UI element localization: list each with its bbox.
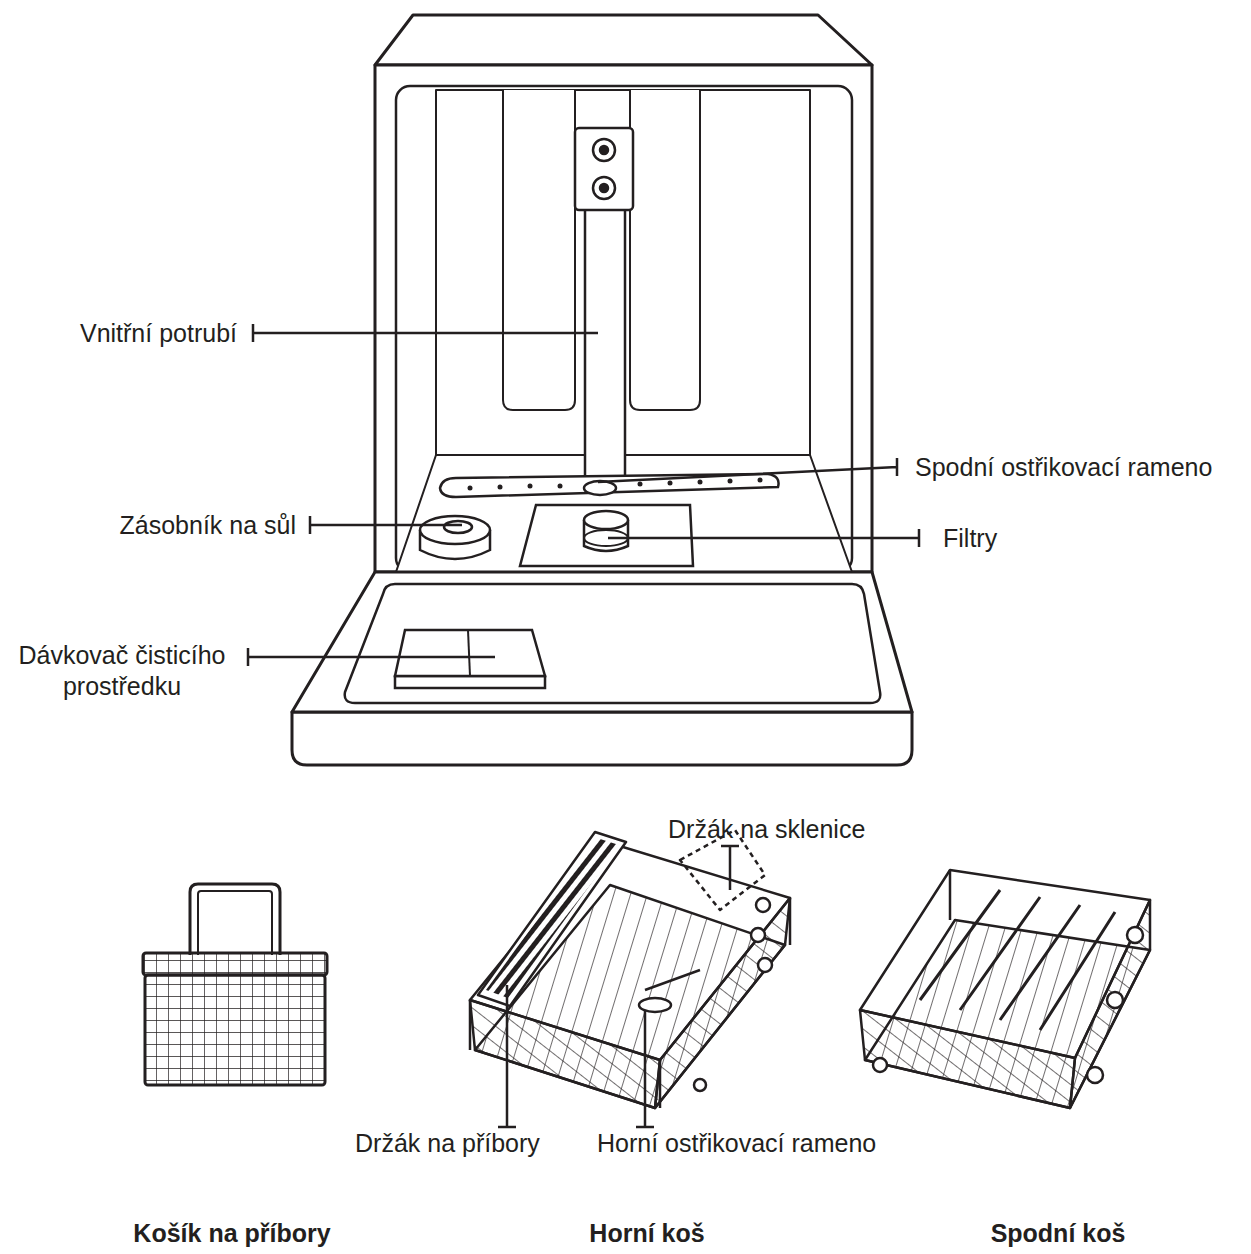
part-label: Držák na příbory [355,1128,540,1159]
door [292,572,912,765]
part-label: Vnitřní potrubí [0,318,237,349]
inner-pipe [575,128,633,480]
lower-spray-arm [440,474,779,497]
cutlery-basket [143,884,327,1085]
part-label: Zásobník na sůl [0,510,296,541]
dishwasher-body [375,15,872,572]
part-label: Dávkovač čisticího prostředku [4,640,240,702]
filter-plate [520,505,693,566]
lower-basket [860,870,1150,1108]
leader-lines [248,324,919,1127]
part-caption: Košík na příbory [82,1218,382,1249]
part-caption: Horní koš [497,1218,797,1249]
salt-container [420,516,490,559]
detergent-dispenser [395,630,545,688]
part-label: Spodní ostřikovací rameno [915,452,1212,483]
upper-basket [470,830,790,1108]
part-label: Horní ostřikovací rameno [597,1128,876,1159]
part-label: Filtry [943,523,997,554]
part-label: Držák na sklenice [668,814,865,845]
part-caption: Spodní koš [908,1218,1208,1249]
